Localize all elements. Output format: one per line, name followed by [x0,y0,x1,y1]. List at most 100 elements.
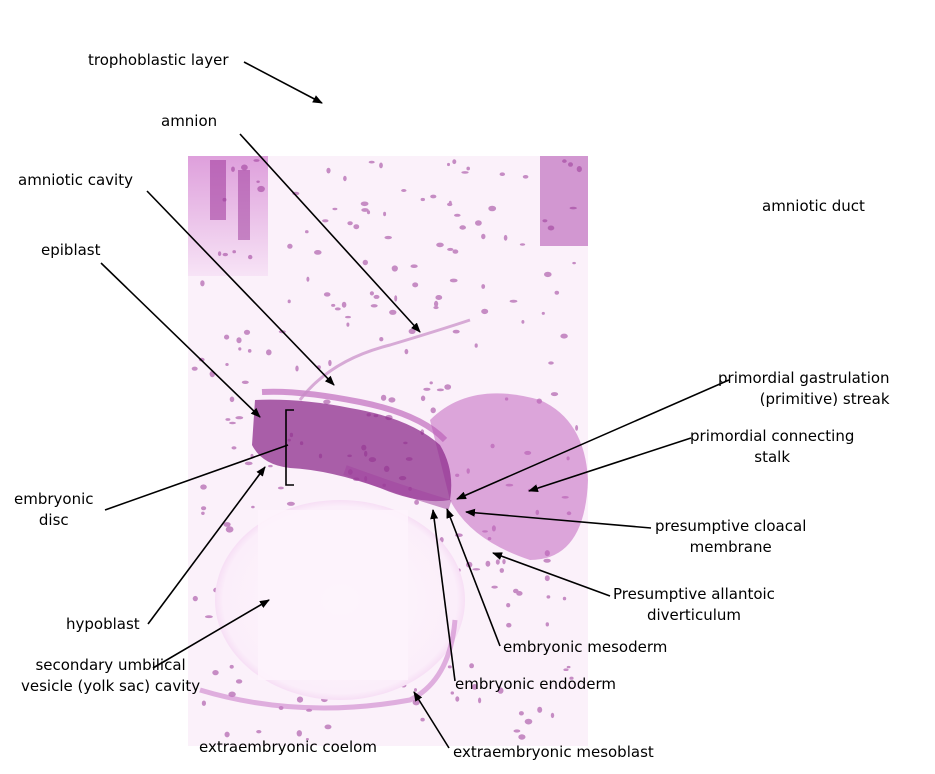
cell-nucleus [547,225,555,231]
cell-nucleus [287,299,291,304]
cell-nucleus [366,210,371,215]
label-primitive-streak: primordial gastrulation (primitive) stre… [718,369,890,408]
cell-nucleus [379,337,384,342]
cell-nucleus [420,717,425,722]
cell-nucleus [389,309,397,315]
cell-nucleus [235,416,244,420]
cell-nucleus [550,392,559,397]
cell-nucleus [217,251,222,257]
cell-nucleus [229,664,234,669]
cell-nucleus [506,603,511,608]
label-epiblast: epiblast [41,241,101,259]
disc-bracket [285,409,294,486]
cell-nucleus [231,166,235,172]
cell-nucleus [201,511,205,515]
label-embryonic-endoderm: embryonic endoderm [455,675,616,693]
label-embryonic-mesoderm: embryonic mesoderm [503,638,668,656]
cell-nucleus [550,712,555,719]
leader-trophoblastic [243,61,323,104]
cell-nucleus [455,696,460,702]
cell-nucleus [401,189,407,192]
cell-nucleus [513,729,521,733]
cell-nucleus [543,558,551,563]
cell-nucleus [224,731,230,738]
cell-nucleus [191,366,198,371]
cell-nucleus [361,208,369,212]
cell-nucleus [485,560,491,567]
cell-nucleus [481,308,489,315]
cell-nucleus [518,734,526,740]
cell-nucleus [277,486,284,490]
cell-nucleus [200,280,205,287]
cell-nucleus [478,697,482,704]
cell-nucleus [369,291,374,296]
label-amniotic-cavity: amniotic cavity [18,171,133,189]
embryonic-disc-tissue [252,399,452,502]
cell-nucleus [362,259,368,266]
label-extraembryonic-mesoblast: extraembryonic mesoblast [453,743,654,761]
cell-nucleus [384,235,392,240]
cell-nucleus [306,276,310,282]
cell-nucleus [204,615,213,619]
cell-nucleus [444,384,452,390]
leader-connecting-stalk [528,437,692,493]
cell-nucleus [347,221,353,226]
cell-nucleus [548,361,554,365]
leader-epiblast [100,262,261,418]
label-extraembryonic-coelom: extraembryonic coelom [199,738,377,756]
cell-nucleus [509,299,518,303]
cell-nucleus [546,595,551,599]
cell-nucleus [488,205,497,212]
cell-nucleus [341,301,347,308]
cell-nucleus [295,365,299,372]
label-trophoblastic-layer: trophoblastic layer [88,51,229,69]
cell-nucleus [450,691,454,695]
cell-nucleus [414,499,419,505]
cell-nucleus [472,568,481,571]
cell-nucleus [225,526,234,533]
cell-nucleus [452,249,459,254]
cell-nucleus [434,300,439,307]
cell-nucleus [229,421,236,425]
cell-nucleus [471,684,478,690]
cell-nucleus [544,271,552,278]
cell-nucleus [200,484,207,490]
cell-nucleus [296,730,302,737]
cell-nucleus [380,394,387,401]
cell-nucleus [541,311,545,315]
cell-nucleus [495,559,500,565]
cell-nucleus [266,349,272,356]
cell-nucleus [499,568,504,573]
label-amniotic-duct: amniotic duct [762,197,865,215]
cell-nucleus [286,501,295,506]
cell-nucleus [238,347,242,351]
cell-nucleus [568,162,573,167]
cell-nucleus [212,670,219,676]
cell-nucleus [331,303,336,307]
cell-nucleus [326,167,331,174]
cell-nucleus [569,206,577,210]
cell-nucleus [391,265,398,272]
cell-nucleus [516,591,523,596]
cell-nucleus [225,418,231,421]
leader-lines [100,61,730,749]
cell-nucleus [420,395,426,402]
cell-nucleus [491,585,498,589]
cell-nucleus [452,329,460,334]
cell-nucleus [414,688,417,692]
cell-nucleus [201,700,206,706]
cell-nucleus [433,306,439,310]
cell-nucleus [379,162,383,169]
cell-nucleus [257,185,265,193]
cell-nucleus [503,234,508,241]
cell-nucleus [562,159,567,163]
cell-nucleus [222,252,228,257]
cell-nucleus [388,397,396,403]
cell-nucleus [560,333,568,339]
cell-nucleus [575,425,579,431]
cell-nucleus [448,200,452,206]
cell-nucleus [314,250,322,255]
cell-nucleus [522,175,529,179]
cell-nucleus [332,207,338,211]
